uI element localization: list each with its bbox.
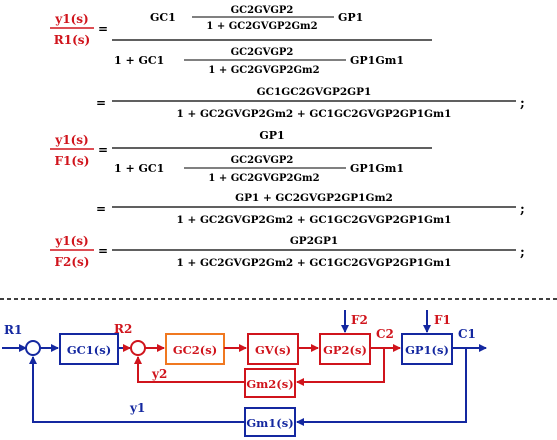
eq3-equals: = [98, 244, 108, 258]
eq1-den-inner-den: 1 + GC2GVGP2Gm2 [208, 65, 319, 76]
signal-r1-label: R1 [4, 323, 22, 337]
eq2-simplified-denominator: 1 + GC2GVGP2Gm2 + GC1GC2GVGP2GP1Gm1 [177, 214, 452, 226]
eq1-den-inner-num: GC2GVGP2 [231, 47, 294, 58]
eq2-den-inner-den: 1 + GC2GVGP2Gm2 [208, 173, 319, 184]
block-gc1-label: GC1(s) [67, 343, 111, 357]
signal-y2-label: y2 [151, 367, 167, 381]
eq3-numerator: GP2GP1 [290, 235, 338, 247]
eq2-den-inner-num: GC2GVGP2 [231, 155, 294, 166]
c1-to-gm1-path [296, 348, 467, 426]
eq2-lhs-numerator: y1(s) [54, 133, 88, 147]
eq1-semicolon: ; [520, 96, 525, 111]
eq2-den-pre: 1 + GC1 [114, 162, 164, 175]
eq1-lhs-denominator: R1(s) [54, 33, 90, 47]
eq3-denominator: 1 + GC2GVGP2Gm2 + GC1GC2GVGP2GP1Gm1 [177, 257, 452, 269]
eq1-num-inner-den: 1 + GC2GVGP2Gm2 [206, 21, 317, 32]
summing-junction-inner [130, 340, 146, 356]
equation-2: y1(s) F1(s) = GP1 1 + GC1 GC2GVGP2 1 + G… [50, 129, 525, 226]
eq1-simplified-numerator: GC1GC2GVGP2GP1 [257, 86, 372, 98]
c2-to-gm2-path [296, 348, 385, 386]
signal-f1-label: F1 [434, 313, 451, 327]
signal-c1-label: C1 [458, 327, 476, 341]
eq1-num-inner-num: GC2GVGP2 [231, 5, 294, 16]
summing-junction-outer [25, 340, 41, 356]
outer-minus-sign: - [38, 358, 43, 373]
block-gp1-label: GP1(s) [405, 343, 449, 357]
equation-3: y1(s) F2(s) = GP2GP1 1 + GC2GVGP2Gm2 + G… [50, 234, 525, 269]
eq2-lhs-denominator: F1(s) [55, 154, 90, 168]
gm2-to-sum2-path [134, 356, 245, 383]
eq1-lhs-numerator: y1(s) [54, 12, 88, 26]
eq2-equals-2: = [96, 202, 106, 216]
eq3-semicolon: ; [520, 245, 525, 260]
block-diagram: R1 - GC1(s) R2 GC2(s) GV(s) GP2(s) F2 C2… [2, 310, 487, 437]
eq2-semicolon: ; [520, 202, 525, 217]
eq1-den-post: GP1Gm1 [350, 54, 404, 67]
eq1-den-pre: 1 + GC1 [114, 54, 164, 67]
equation-1: y1(s) R1(s) = GC1 GC2GVGP2 1 + GC2GVGP2G… [50, 5, 525, 120]
eq2-simplified-numerator: GP1 + GC2GVGP2GP1Gm2 [235, 192, 393, 204]
signal-r2-label: R2 [114, 322, 132, 336]
block-gc2-label: GC2(s) [173, 343, 217, 357]
eq1-equals: = [98, 22, 108, 36]
signal-f2-label: F2 [351, 313, 368, 327]
eq2-den-post: GP1Gm1 [350, 162, 404, 175]
eq1-num-post: GP1 [338, 11, 363, 24]
signal-y1-label: y1 [129, 401, 145, 415]
eq1-equals-2: = [96, 96, 106, 110]
inner-minus-sign: - [142, 357, 147, 372]
eq2-equals: = [98, 143, 108, 157]
eq1-num-pre: GC1 [150, 11, 176, 24]
eq3-lhs-denominator: F2(s) [55, 255, 90, 269]
gm1-to-sum1-path [29, 356, 245, 423]
eq3-lhs-numerator: y1(s) [54, 234, 88, 248]
block-gv-label: GV(s) [255, 343, 291, 357]
block-gm2-label: Gm2(s) [246, 377, 293, 391]
signal-c2-label: C2 [376, 327, 394, 341]
block-gm1-label: Gm1(s) [246, 416, 293, 430]
block-gp2-label: GP2(s) [323, 343, 367, 357]
eq1-simplified-denominator: 1 + GC2GVGP2Gm2 + GC1GC2GVGP2GP1Gm1 [177, 108, 452, 120]
eq2-numerator: GP1 [259, 129, 284, 142]
